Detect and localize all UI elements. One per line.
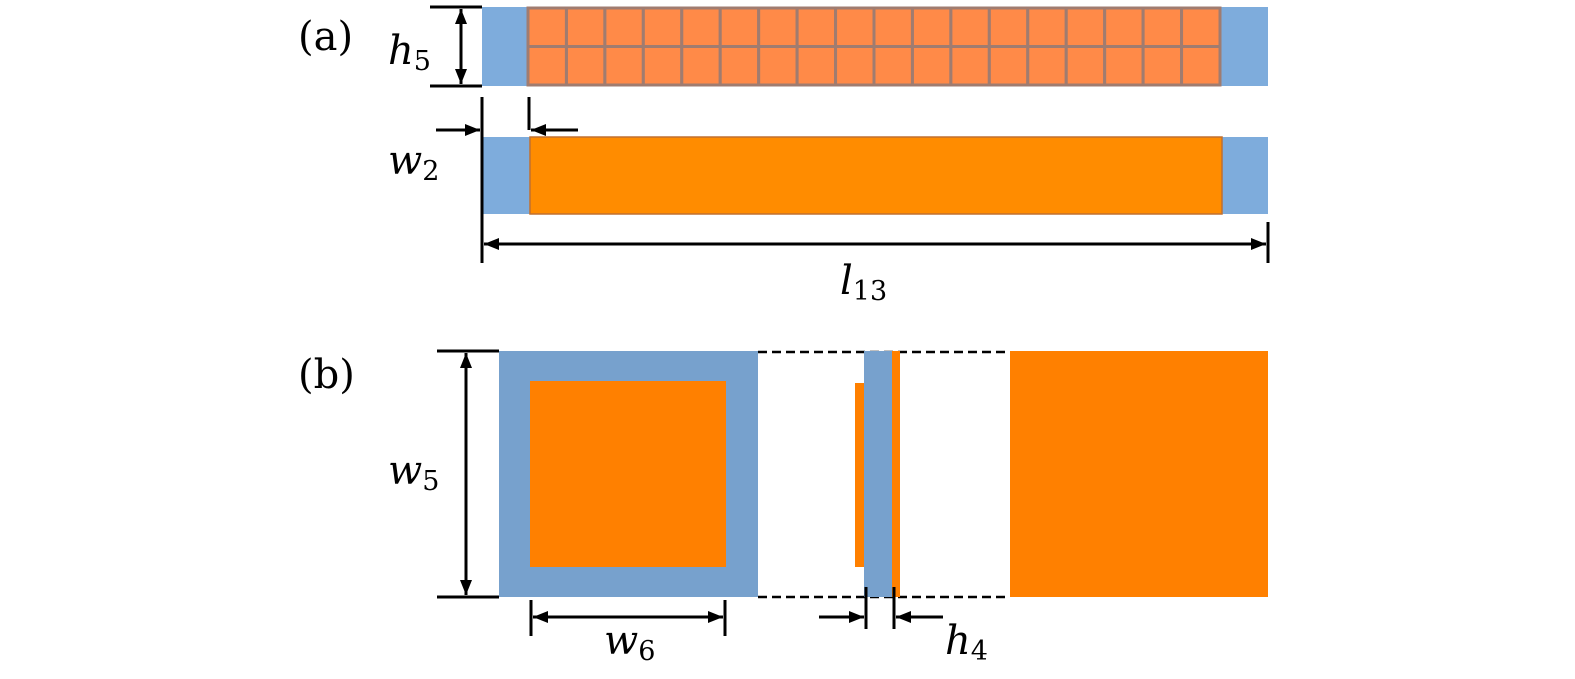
side-view-right-orange <box>892 351 900 597</box>
patch-tile <box>757 6 799 48</box>
patch-tile <box>872 45 914 87</box>
patch-tile <box>1141 45 1184 87</box>
patch-tile <box>1026 45 1068 87</box>
patch-tile <box>1180 45 1222 87</box>
patch-tile <box>757 45 799 87</box>
patch-tile <box>987 6 1030 48</box>
w5-dimension <box>437 349 499 599</box>
patch-tile <box>680 6 722 48</box>
patch-tile <box>910 6 953 48</box>
h5-dimension <box>430 5 482 88</box>
patch-tile <box>526 6 568 48</box>
w2-dimension <box>436 97 578 230</box>
w5-label: w5 <box>388 448 439 497</box>
w6-dimension <box>529 600 727 636</box>
patch-tile <box>564 45 607 87</box>
patch-tile <box>1103 6 1145 48</box>
right-orange-square <box>1010 351 1268 597</box>
h5-label: h5 <box>388 28 431 77</box>
w2-label: w2 <box>388 138 439 187</box>
patch-tile <box>603 45 645 87</box>
patch-tile <box>910 45 953 87</box>
patch-tile <box>718 45 761 87</box>
patch-tile <box>987 45 1030 87</box>
l13-label: l13 <box>840 258 887 307</box>
patch-tile <box>795 6 838 48</box>
patch-tile <box>641 6 684 48</box>
patch-tile <box>680 45 722 87</box>
patch-tile <box>603 6 645 48</box>
patch-tile <box>795 45 838 87</box>
patch-tile <box>1064 45 1107 87</box>
patch-tile <box>1026 6 1068 48</box>
side-view-left-orange <box>855 383 864 567</box>
patch-tile <box>949 6 991 48</box>
l13-dimension <box>480 222 1270 263</box>
square-orange-inner <box>530 381 726 567</box>
h4-label: h4 <box>945 618 988 667</box>
panel-b-label: (b) <box>298 352 355 398</box>
patch-tile <box>834 6 876 48</box>
tile-grid <box>526 6 1222 87</box>
patch-tile <box>1180 6 1222 48</box>
patch-tile <box>1064 6 1107 48</box>
patch-tile <box>564 6 607 48</box>
h4-dimension <box>819 587 943 629</box>
patch-tile <box>1141 6 1184 48</box>
patch-tile <box>872 6 914 48</box>
patch-tile <box>526 45 568 87</box>
patch-tile <box>1103 45 1145 87</box>
side-view-substrate <box>864 351 892 597</box>
patch-tile <box>641 45 684 87</box>
panel-a-label: (a) <box>298 14 353 60</box>
patch-tile <box>718 6 761 48</box>
patch-tile <box>834 45 876 87</box>
bottom-bar-orange-layer <box>529 136 1223 215</box>
patch-tile <box>949 45 991 87</box>
w6-label: w6 <box>604 618 655 667</box>
